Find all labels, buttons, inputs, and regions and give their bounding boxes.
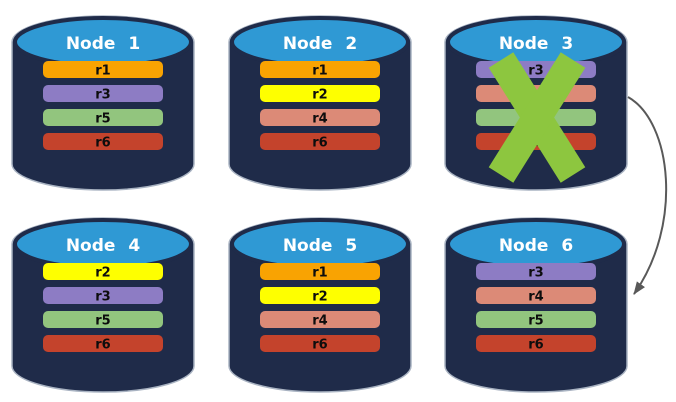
replica-label: r4 <box>528 290 543 305</box>
replica-label: r2 <box>95 266 110 281</box>
replica-bar-r1 <box>260 61 380 78</box>
replica-label: r3 <box>95 290 110 305</box>
replica-label: r1 <box>312 266 327 281</box>
replica-bar-r5 <box>43 109 163 126</box>
replica-bar-r4 <box>260 109 380 126</box>
replica-bar-r2 <box>260 85 380 102</box>
node-title: Node 3 <box>499 34 573 54</box>
db-node-3: Node 3r3r4r5r6 <box>444 15 628 191</box>
node-title: Node 5 <box>283 236 357 256</box>
db-node-1: Node 1 r1 r3 r5 r6 <box>11 15 195 191</box>
replica-bar-r6 <box>260 133 380 150</box>
replica-bar-r6 <box>43 335 163 352</box>
replica-label: r1 <box>95 64 110 79</box>
failure-x-icon <box>488 52 586 183</box>
node-title: Node 2 <box>283 34 357 54</box>
replica-label: r6 <box>95 338 110 353</box>
node-title: Node 4 <box>66 236 141 256</box>
replica-label: r6 <box>95 136 110 151</box>
db-node-5: Node 5 r1 r2 r4 r6 <box>228 217 412 393</box>
replica-label: r3 <box>528 266 543 281</box>
replica-bar-r5 <box>476 311 596 328</box>
replica-bar-r1 <box>43 61 163 78</box>
replica-bar-r3 <box>43 85 163 102</box>
replica-bar-r6 <box>476 335 596 352</box>
replica-label: r2 <box>312 88 327 103</box>
replica-label: r6 <box>528 338 543 353</box>
replica-label: r3 <box>95 88 110 103</box>
db-node-4: Node 4 r2 r3 r5 r6 <box>11 217 195 393</box>
replica-label: r5 <box>95 112 110 127</box>
replica-label: r6 <box>312 136 327 151</box>
replica-label: r3 <box>528 64 543 79</box>
replica-label: r5 <box>95 314 110 329</box>
db-node-6: Node 6 r3 r4 r5 r6 <box>444 217 628 393</box>
node-title: Node 6 <box>499 236 573 256</box>
replica-label: r4 <box>312 112 327 127</box>
replica-bar-r4 <box>476 287 596 304</box>
replica-bar-r6 <box>260 335 380 352</box>
replica-bar-r5 <box>43 311 163 328</box>
replica-bar-r6 <box>43 133 163 150</box>
replica-bar-r2 <box>260 287 380 304</box>
replica-label: r5 <box>528 314 543 329</box>
replica-bar-r3 <box>476 263 596 280</box>
replica-label: r1 <box>312 64 327 79</box>
arrow-curve <box>627 96 668 295</box>
replica-bar-r1 <box>260 263 380 280</box>
db-node-2: Node 2 r1 r2 r4 r6 <box>228 15 412 191</box>
replica-label: r4 <box>312 314 327 329</box>
replica-bar-r4 <box>260 311 380 328</box>
replica-label: r6 <box>312 338 327 353</box>
replica-label: r2 <box>312 290 327 305</box>
node-title: Node 1 <box>66 34 140 54</box>
replica-bar-r2 <box>43 263 163 280</box>
replica-bar-r3 <box>43 287 163 304</box>
